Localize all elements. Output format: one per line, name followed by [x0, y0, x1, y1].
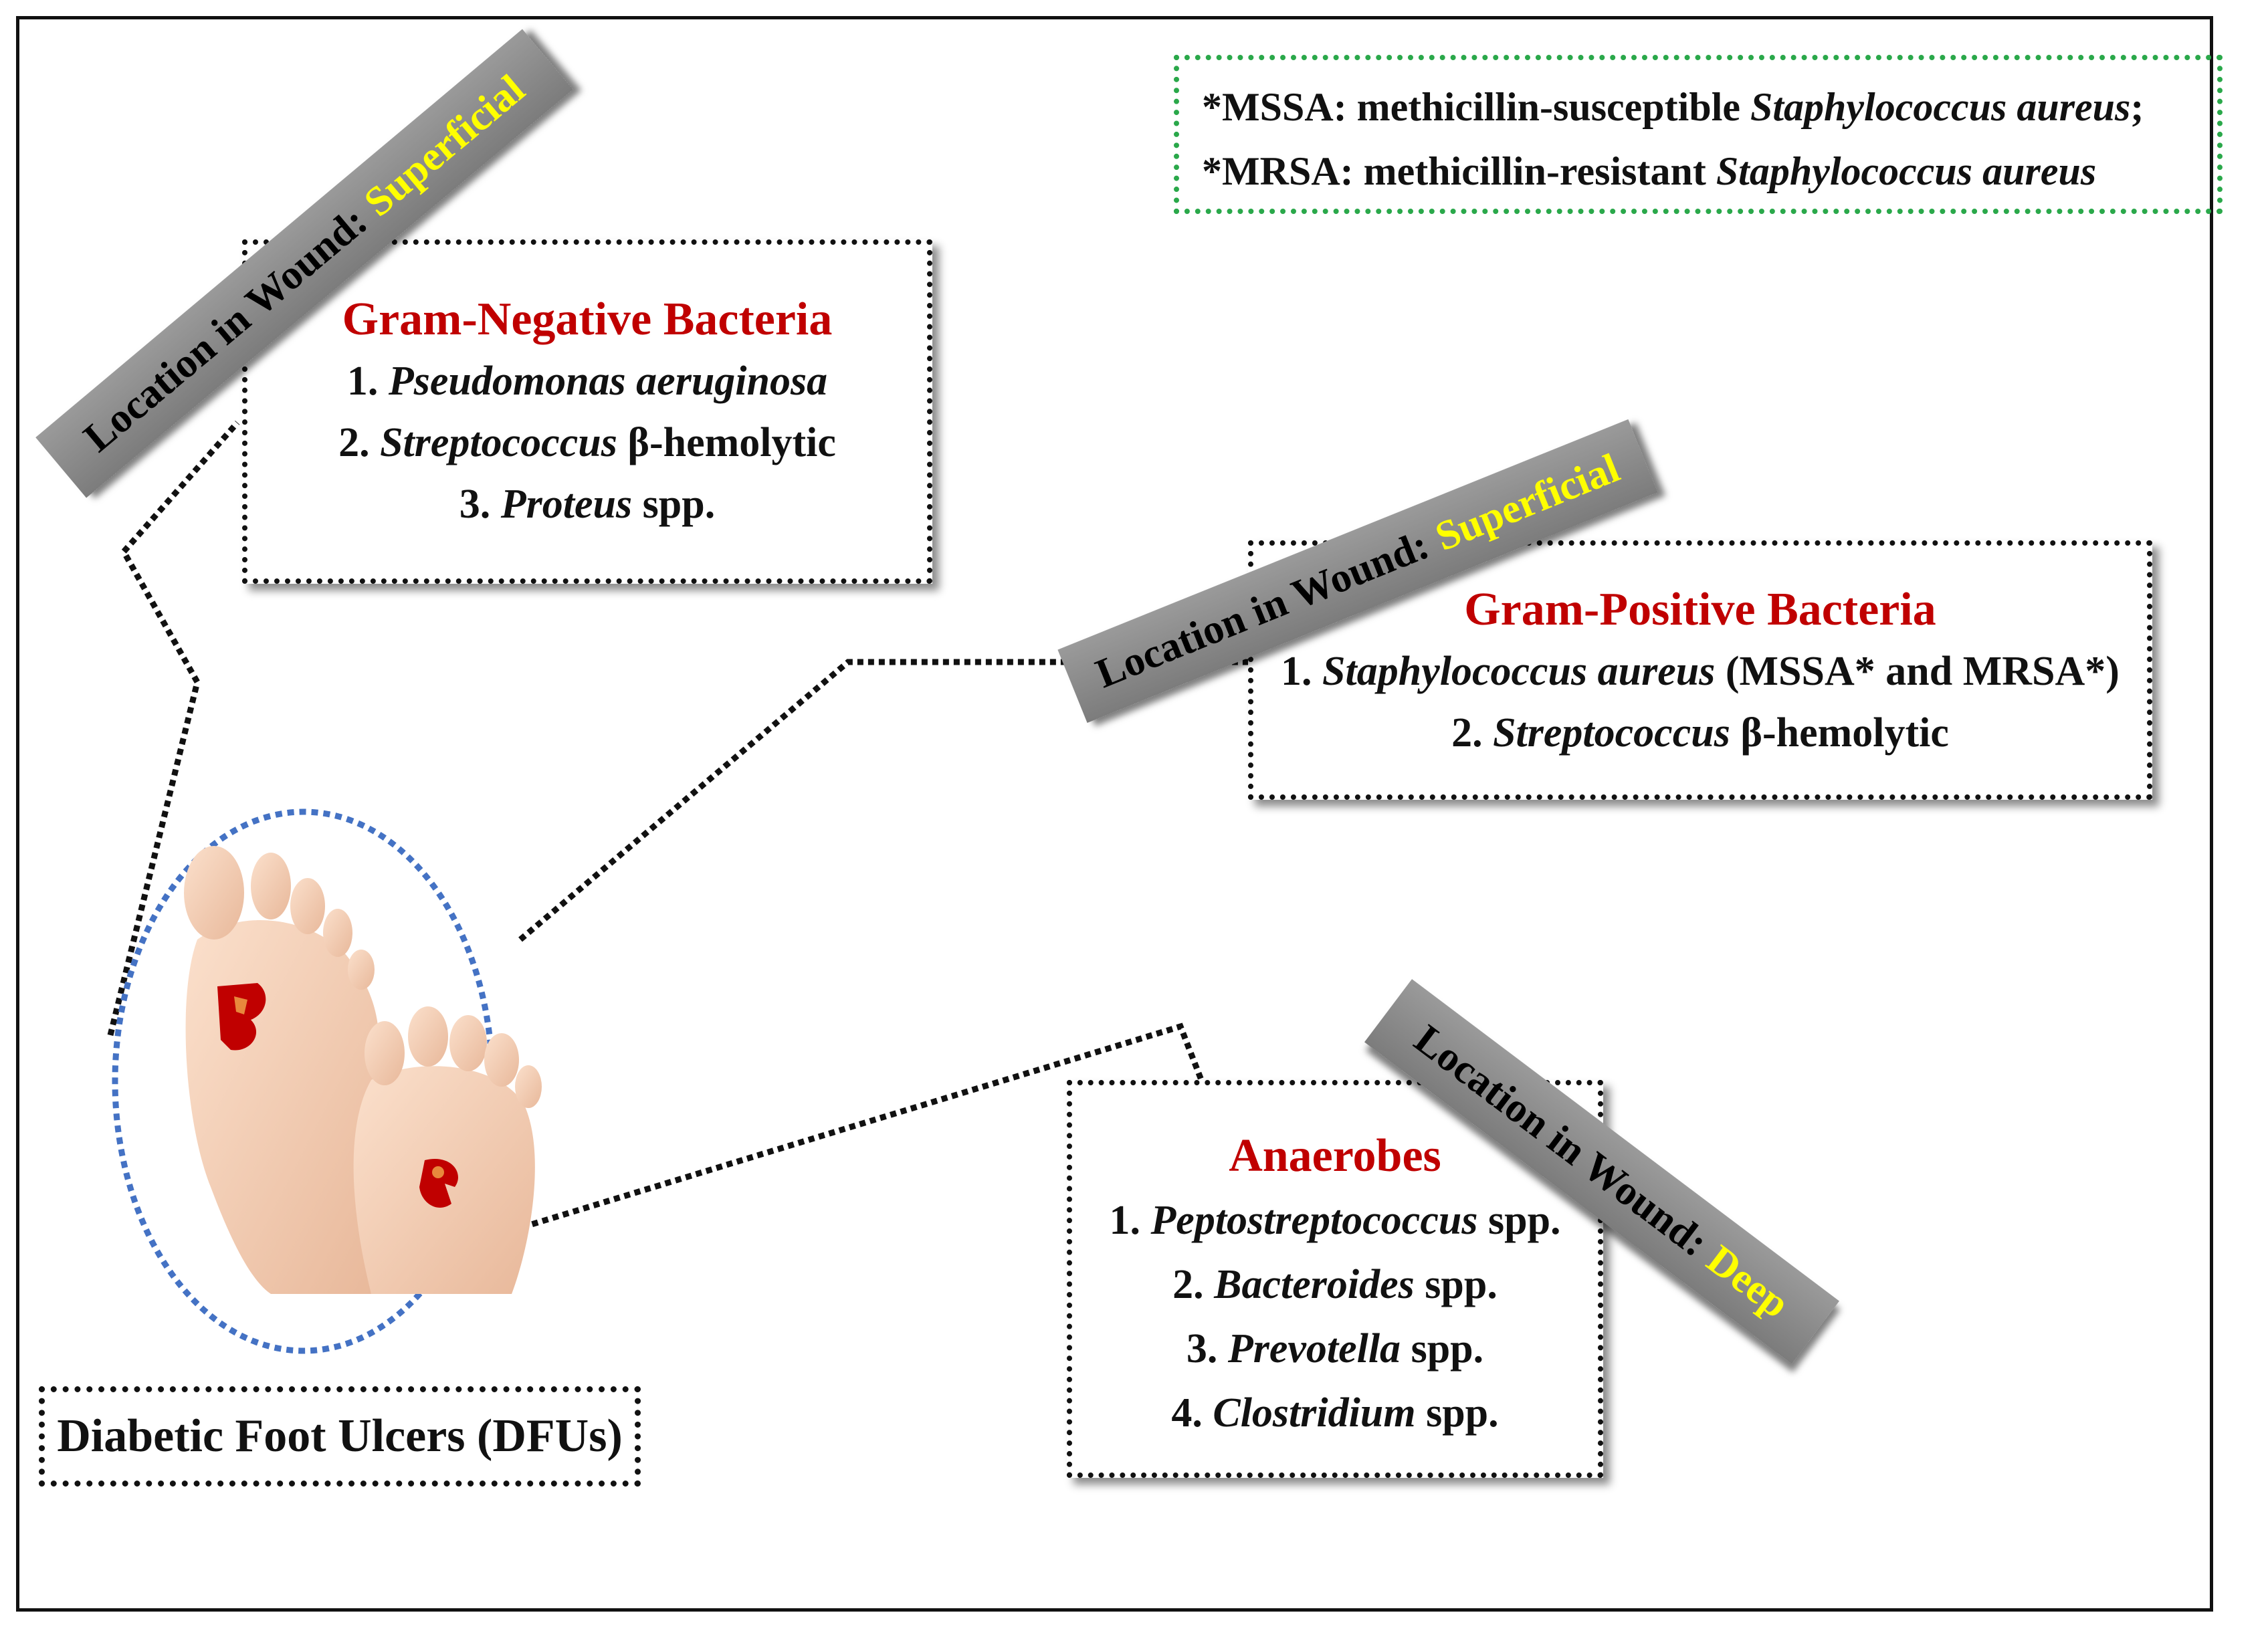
dfu-label: Diabetic Foot Ulcers (DFUs) — [39, 1386, 641, 1487]
anaerobes-title: Anaerobes — [1229, 1130, 1441, 1182]
gram-positive-box: Gram-Positive Bacteria 1. Staphylococcus… — [1248, 540, 2152, 800]
list-item: 4. Clostridium spp. — [1171, 1390, 1499, 1436]
list-item: 1. Staphylococcus aureus (MSSA* and MRSA… — [1281, 649, 2120, 694]
connector-negative — [107, 421, 240, 1036]
legend-mssa: *MSSA: methicillin-susceptible Staphyloc… — [1202, 85, 2144, 129]
abbreviation-legend: *MSSA: methicillin-susceptible Staphyloc… — [1174, 55, 2223, 214]
list-item: 3. Proteus spp. — [459, 481, 716, 527]
left-toe-icon — [184, 846, 244, 940]
feet-illustration — [184, 846, 542, 1294]
figure-frame — [16, 16, 2213, 1612]
ulcer-right-icon — [419, 1159, 458, 1208]
gram-positive-title: Gram-Positive Bacteria — [1464, 584, 1936, 635]
list-item: 2. Streptococcus β-hemolytic — [338, 420, 836, 465]
legend-mrsa: *MRSA: methicillin-resistant Staphylococ… — [1202, 149, 2097, 193]
list-item: 1. Pseudomonas aeruginosa — [346, 358, 828, 404]
gram-negative-box: Gram-Negative Bacteria 1. Pseudomonas ae… — [242, 239, 932, 584]
list-item: 2. Bacteroides spp. — [1172, 1262, 1498, 1307]
gram-negative-title: Gram-Negative Bacteria — [342, 294, 833, 345]
ulcer-left-icon — [217, 983, 266, 1051]
connector-anaerobes — [510, 1022, 1207, 1234]
list-item: 1. Peptostreptococcus spp. — [1109, 1198, 1561, 1243]
list-item: 2. Streptococcus β-hemolytic — [1451, 710, 1949, 756]
list-item: 3. Prevotella spp. — [1186, 1326, 1484, 1372]
connector-positive — [518, 659, 1251, 942]
